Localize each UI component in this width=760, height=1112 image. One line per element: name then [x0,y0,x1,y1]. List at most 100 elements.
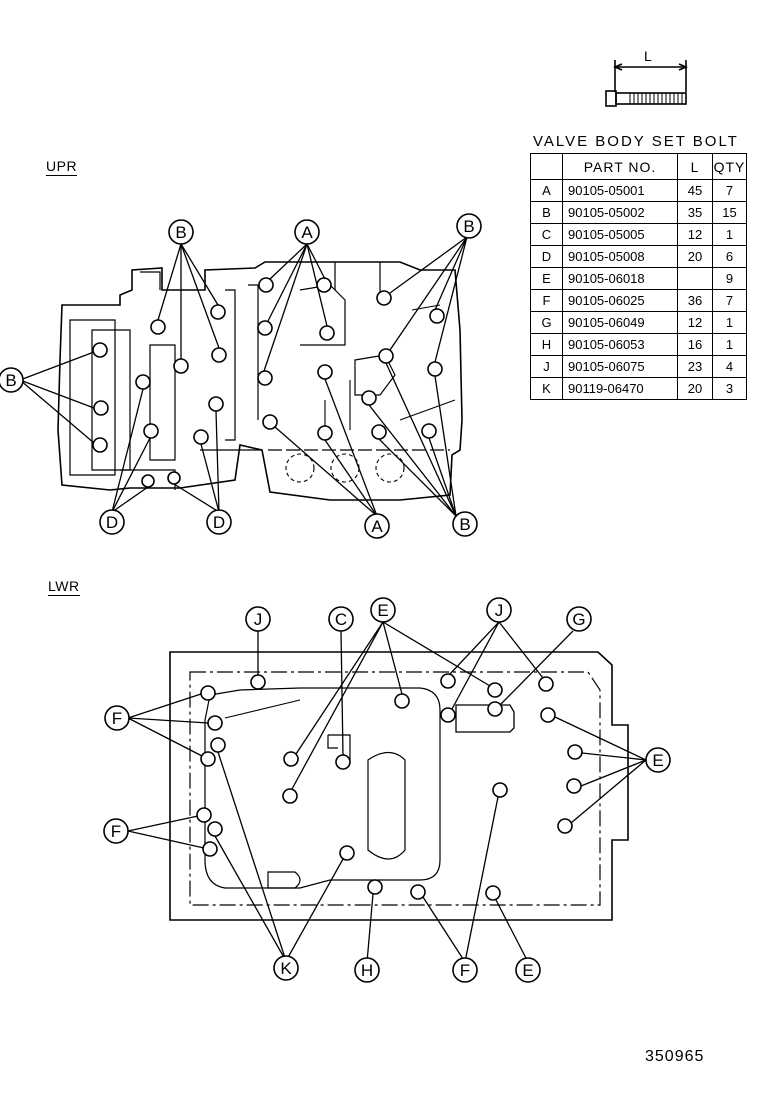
callout-lwr-c: C [328,606,354,632]
row-qty: 15 [712,201,747,224]
callout-upr-d-right: D [206,509,232,535]
row-code: A [530,179,563,202]
callout-upr-a-top: A [294,219,320,245]
svg-text:F: F [111,822,121,841]
svg-text:F: F [112,709,122,728]
row-qty: 1 [712,311,747,334]
callout-lwr-f-upper: F [104,705,130,731]
lower-section-label: LWR [48,578,80,596]
leader-lines [19,236,647,963]
lower-valve-body-outline [169,651,629,921]
callout-lwr-g: G [566,606,592,632]
svg-text:H: H [361,961,373,980]
callout-upr-a-bottom: A [364,513,390,539]
bolt-dimension-icon [605,60,689,107]
row-code: J [530,355,563,378]
callout-lwr-f-bottom: F [452,957,478,983]
row-qty: 7 [712,179,747,202]
row-part-no: 90105-05001 [562,179,678,202]
callout-lwr-e-bottom: E [515,957,541,983]
svg-text:J: J [495,601,504,620]
drawing-number: 350965 [645,1048,705,1065]
callout-upr-b-bottom: B [452,511,478,537]
row-part-no: 90105-05005 [562,223,678,246]
row-qty: 6 [712,245,747,268]
svg-text:C: C [335,610,347,629]
svg-text:F: F [460,961,470,980]
row-length: 35 [677,201,713,224]
row-code: F [530,289,563,312]
svg-text:B: B [175,223,186,242]
svg-text:B: B [5,371,16,390]
row-part-no: 90105-06018 [562,267,678,290]
row-qty: 9 [712,267,747,290]
row-length: 45 [677,179,713,202]
svg-text:E: E [377,601,388,620]
svg-text:A: A [301,223,313,242]
row-part-no: 90105-06049 [562,311,678,334]
row-length: 20 [677,245,713,268]
row-code: H [530,333,563,356]
row-code: K [530,377,563,400]
upper-section-label: UPR [46,158,78,176]
svg-text:D: D [106,513,118,532]
row-code: D [530,245,563,268]
svg-text:J: J [254,610,263,629]
row-qty: 1 [712,333,747,356]
callout-lwr-e-right: E [645,747,671,773]
callout-lwr-k: K [273,955,299,981]
svg-text:B: B [459,515,470,534]
svg-text:E: E [522,961,533,980]
row-length: 12 [677,223,713,246]
callout-upr-b-top-left: B [168,219,194,245]
callout-labels: B A B B D D A B J C E J G F F E K H F E [0,213,671,983]
row-length: 36 [677,289,713,312]
row-length: 23 [677,355,713,378]
row-part-no: 90105-06053 [562,333,678,356]
callout-lwr-j-right: J [486,597,512,623]
row-part-no: 90105-06075 [562,355,678,378]
svg-text:D: D [213,513,225,532]
callout-upr-b-top-right: B [456,213,482,239]
svg-text:K: K [280,959,292,978]
row-length: 20 [677,377,713,400]
callout-lwr-h: H [354,957,380,983]
callout-lwr-e-top: E [370,597,396,623]
callout-lwr-j-left: J [245,606,271,632]
row-qty: 1 [712,223,747,246]
row-part-no: 90119-06470 [562,377,678,400]
row-part-no: 90105-05002 [562,201,678,224]
callout-upr-b-left: B [0,367,24,393]
row-code: E [530,267,563,290]
row-code: B [530,201,563,224]
svg-text:E: E [652,751,663,770]
row-code: C [530,223,563,246]
svg-text:G: G [572,610,585,629]
callout-lwr-f-lower: F [103,818,129,844]
row-length: 12 [677,311,713,334]
header-qty: QTY [712,153,747,180]
row-qty: 4 [712,355,747,378]
row-code: G [530,311,563,334]
header-part-no: PART NO. [562,153,678,180]
header-length: L [677,153,713,180]
bolt-holes [92,277,583,901]
bolt-length-label: L [644,48,652,64]
svg-text:B: B [463,217,474,236]
row-qty: 3 [712,377,747,400]
table-title: VALVE BODY SET BOLT [533,133,739,150]
row-length: 16 [677,333,713,356]
table-header-row: PART NO. L QTY [530,153,747,180]
row-length [677,267,713,290]
